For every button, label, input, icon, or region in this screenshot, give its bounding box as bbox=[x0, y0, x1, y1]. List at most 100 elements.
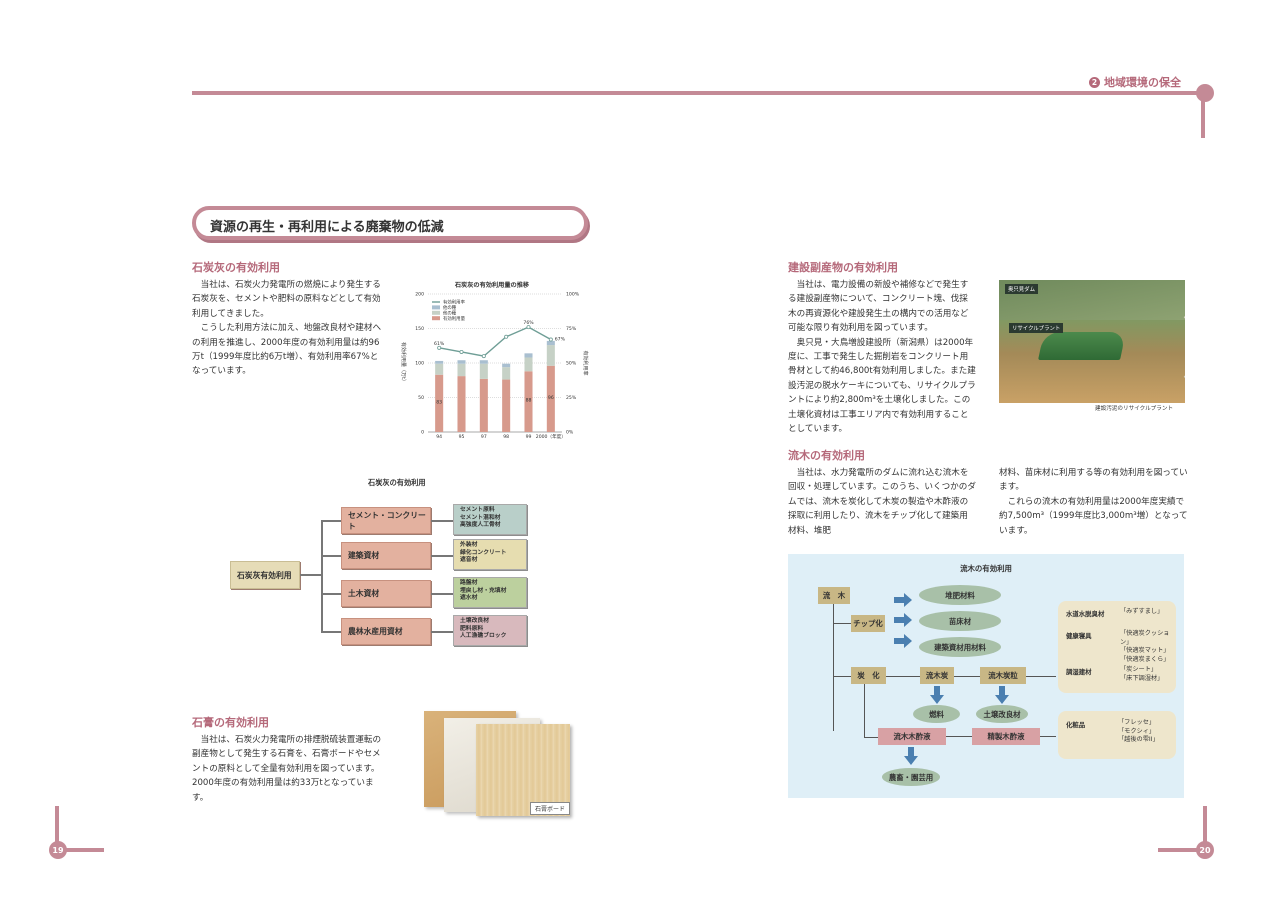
chart-bar bbox=[479, 360, 488, 364]
chart-bar-label: 96 bbox=[548, 395, 554, 401]
chart-legend-swatch bbox=[432, 305, 440, 310]
recycling-plant-caption: 建設汚泥のリサイクルプラント bbox=[1095, 406, 1174, 412]
chart-bar bbox=[479, 363, 488, 379]
gypsum-board-photo: 石膏ボード bbox=[424, 708, 574, 816]
product-items: 「快適炭クッション」「快適炭マット」「快適炭まくら」 bbox=[1120, 630, 1176, 664]
product-item: 「快適炭マット」 bbox=[1120, 647, 1170, 655]
coal-flow-items: 土壌改良材肥料原料人工漁礁ブロック bbox=[453, 615, 527, 646]
coal-flow-items: 外装材緑化コンクリート遮音材 bbox=[453, 539, 527, 570]
chart-right-tick: 25% bbox=[566, 395, 577, 401]
chart-right-tick: 75% bbox=[566, 326, 577, 332]
coal-ash-paragraph-2: こうした利用方法に加え、地盤改良材や建材への利用を推進し、2000年度の有効利用… bbox=[192, 323, 382, 377]
product-item: 「炭シート」 bbox=[1120, 666, 1158, 673]
gypsum-body: 当社は、石炭火力発電所の排煙脱硫装置運転の副産物として発生する石膏を、石膏ボード… bbox=[192, 733, 382, 805]
chart-bar bbox=[524, 371, 533, 432]
product-item: 「フレッセ」 bbox=[1118, 719, 1156, 726]
chart-x-tick: 98 bbox=[503, 434, 509, 440]
flow-arrow-agri bbox=[904, 747, 918, 765]
chart-right-tick: 50% bbox=[566, 361, 577, 367]
coal-flow-item: 埋戻し材・充填材 bbox=[460, 587, 507, 594]
chart-data-label: 67% bbox=[555, 337, 566, 343]
chart-bar bbox=[524, 357, 533, 372]
chart-point bbox=[437, 345, 442, 350]
driftwood-flow-title: 流木の有効利用 bbox=[960, 564, 1012, 573]
chart-bar bbox=[435, 360, 444, 364]
driftwood-col1: 当社は、水力発電所のダムに流れ込む流木を回収・処理しています。このうち、いくつか… bbox=[788, 466, 976, 538]
header-rule-dot bbox=[1196, 84, 1214, 102]
chart-title: 石炭灰の有効利用量の推移 bbox=[454, 282, 530, 289]
chart-left-tick: 0 bbox=[421, 430, 424, 436]
coal-flow-title: 石炭灰の有効利用 bbox=[368, 478, 426, 487]
product-item: 「モクシィ」 bbox=[1118, 727, 1156, 735]
gypsum-heading: 石膏の有効利用 bbox=[192, 716, 269, 729]
flow-node-fuel: 燃料 bbox=[913, 705, 960, 723]
construction-heading: 建設副産物の有効利用 bbox=[788, 261, 898, 274]
chart-legend-label: 他の種 bbox=[443, 309, 457, 316]
coal-flow-item: 路盤材 bbox=[460, 580, 478, 586]
coal-flow-item: 外装材 bbox=[460, 542, 478, 548]
chart-bar bbox=[457, 363, 466, 377]
chart-line bbox=[439, 326, 552, 357]
coal-flow-item: 高強度人工骨材 bbox=[460, 522, 501, 529]
footer-right-drop bbox=[1203, 806, 1207, 848]
driftwood-paragraph-1-cont: 材料、苗床材に利用する等の有効利用を図っています。 bbox=[999, 468, 1188, 493]
chart-bar bbox=[524, 353, 533, 358]
footer-left-drop bbox=[55, 806, 59, 848]
product-items-cosmetics: 「フレッセ」 「モクシィ」 「越後の雫II」 bbox=[1118, 719, 1159, 745]
chart-point bbox=[526, 325, 531, 330]
construction-paragraph-1: 当社は、電力設備の新設や補修などで発生する建設副産物について、コンクリート塊、伐… bbox=[788, 280, 969, 334]
flow-arrows-chip bbox=[894, 593, 912, 648]
product-item: 「越後の雫II」 bbox=[1118, 736, 1159, 744]
coal-flow-branch-connector bbox=[322, 631, 341, 633]
chart-bar bbox=[546, 365, 555, 432]
chart-legend-label: 有効利用率 bbox=[443, 299, 466, 306]
chart-x-tick: 97 bbox=[481, 434, 487, 440]
coal-flow-item-connector bbox=[431, 593, 453, 595]
coal-flow-item: 遮音材 bbox=[460, 557, 478, 564]
flow-line-carbonize bbox=[833, 676, 851, 677]
coal-flow-item: セメント原料 bbox=[460, 507, 495, 513]
product-items: 「みずすまし」 bbox=[1120, 608, 1163, 617]
chart-legend-label: 有効利用量 bbox=[443, 315, 466, 322]
chart-legend-swatch bbox=[432, 310, 440, 315]
chart-data-label: 61% bbox=[434, 341, 445, 347]
coal-flow-root: 石炭灰有効利用 bbox=[230, 561, 300, 589]
chart-x-tick: 2000（年度） bbox=[536, 433, 566, 440]
chart-bar bbox=[546, 340, 555, 346]
gypsum-photo-label: 石膏ボード bbox=[530, 802, 571, 815]
chart-point bbox=[481, 354, 486, 359]
products-panel-bottom: 化粧品 「フレッセ」 「モクシィ」 「越後の雫II」 bbox=[1058, 711, 1176, 759]
products-panel-top: 水道水脱臭材「みずすまし」健康寝具「快適炭クッション」「快適炭マット」「快適炭ま… bbox=[1058, 601, 1176, 693]
driftwood-col2: 材料、苗床材に利用する等の有効利用を図っています。 これらの流木の有効利用量は2… bbox=[999, 466, 1189, 538]
flow-node-refined: 精製木酢液 bbox=[972, 728, 1040, 745]
flow-node-seedbed: 苗床材 bbox=[919, 611, 1001, 631]
chart-bar-label: 83 bbox=[436, 399, 442, 405]
chart-left-tick: 200 bbox=[415, 292, 424, 298]
chart-bar-label: 88 bbox=[526, 398, 532, 404]
coal-flow-item: セメント混和材 bbox=[460, 514, 501, 521]
product-item: 「快適炭まくら」 bbox=[1120, 655, 1170, 663]
product-category: 調湿建材 bbox=[1066, 668, 1092, 676]
chart-bar bbox=[502, 363, 511, 368]
chart-ylabel: 有効利用量（万t） bbox=[400, 342, 407, 384]
flow-node-chip: チップ化 bbox=[851, 615, 885, 632]
product-category-cosmetics: 化粧品 bbox=[1066, 721, 1086, 729]
footer-right-rule bbox=[1158, 848, 1204, 852]
flow-arrow-soil bbox=[995, 686, 1009, 704]
coal-flow-category: 土木資材 bbox=[341, 580, 431, 607]
flow-node-building: 建築資材用材料 bbox=[919, 637, 1001, 657]
photo-plant-building bbox=[1038, 332, 1126, 360]
chart-x-tick: 95 bbox=[459, 434, 465, 440]
construction-paragraph-2: 奥只見・大鳥増設建設所（新潟県）は2000年度に、工事で発生した掘削岩をコンクリ… bbox=[788, 337, 976, 435]
product-items: 「炭シート」「床下調湿材」 bbox=[1120, 666, 1163, 683]
coal-flow-items: セメント原料セメント混和材高強度人工骨材 bbox=[453, 504, 527, 535]
coal-ash-body: 当社は、石炭火力発電所の燃焼により発生する石炭灰を、セメントや肥料の原料などとし… bbox=[192, 278, 382, 379]
gypsum-paragraph-1: 当社は、石炭火力発電所の排煙脱硫装置運転の副産物として発生する石膏を、石膏ボード… bbox=[192, 735, 382, 803]
coal-ash-heading: 石炭灰の有効利用 bbox=[192, 261, 280, 274]
flow-arrow-fuel bbox=[930, 686, 944, 704]
coal-flow-branch-connector bbox=[322, 593, 341, 595]
chart-data-label: 76% bbox=[523, 320, 534, 326]
chart-left-tick: 150 bbox=[415, 326, 424, 332]
